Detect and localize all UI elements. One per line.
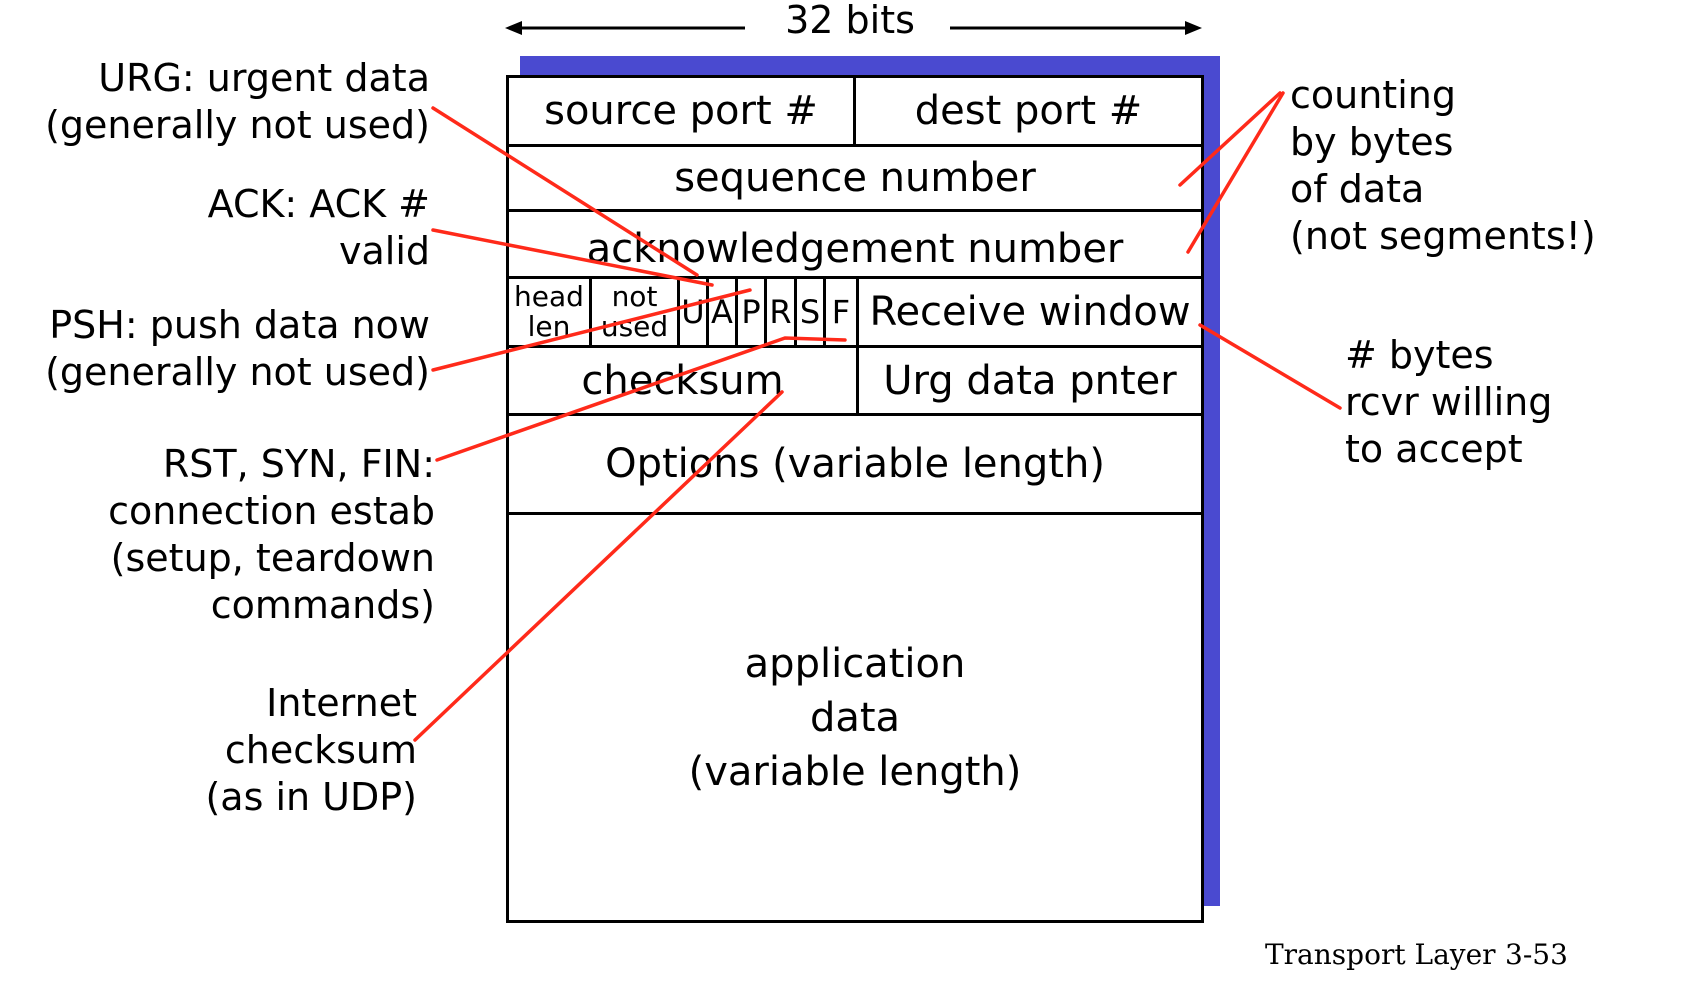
sequence-number-label: sequence number <box>674 155 1036 201</box>
flag-rst: R <box>767 279 797 345</box>
checksum-note-line-3: (as in UDP) <box>205 775 417 819</box>
rst-line-1: RST, SYN, FIN: <box>162 442 435 486</box>
urg-line-2: (generally not used) <box>45 103 430 147</box>
urg-pointer-field: Urg data pnter <box>883 357 1177 404</box>
sequence-number-field: sequence number <box>509 147 1201 212</box>
bytes-rcvr-line-2: rcvr willing <box>1345 380 1553 424</box>
ack-line-1: ACK: ACK # <box>207 182 430 226</box>
checksum-annotation: Internet checksum (as in UDP) <box>20 680 417 821</box>
row-checksum: checksum Urg data pnter <box>509 348 1201 416</box>
counting-line-1: counting <box>1290 73 1456 117</box>
app-data-line-3: (variable length) <box>688 748 1022 795</box>
psh-annotation: PSH: push data now (generally not used) <box>20 302 430 396</box>
counting-annotation: counting by bytes of data (not segments!… <box>1290 72 1670 260</box>
checksum-note-line-1: Internet <box>266 681 417 725</box>
application-data-field: application data (variable length) <box>509 515 1201 920</box>
options-label: Options (variable length) <box>605 441 1105 487</box>
receive-window-field: Receive window <box>869 289 1191 335</box>
options-field: Options (variable length) <box>509 416 1201 515</box>
flag-urg: U <box>680 279 709 345</box>
not-used-line-2: used <box>600 310 669 343</box>
flag-ack: A <box>709 279 738 345</box>
footer-title: Transport Layer <box>1265 938 1496 971</box>
not-used-line-1: not <box>611 280 658 313</box>
counting-line-3: of data <box>1290 167 1425 211</box>
row-flags: head len not used U A P R S F Receive wi… <box>509 279 1201 348</box>
app-data-line-2: data <box>809 694 901 741</box>
tcp-segment: source port # dest port # sequence numbe… <box>506 75 1204 923</box>
checksum-note-line-2: checksum <box>224 728 417 772</box>
rst-line-2: connection estab <box>108 489 435 533</box>
bytes-rcvr-annotation: # bytes rcvr willing to accept <box>1345 332 1675 473</box>
psh-line-1: PSH: push data now <box>49 303 430 347</box>
rst-syn-fin-annotation: RST, SYN, FIN: connection estab (setup, … <box>20 441 435 629</box>
urg-line-1: URG: urgent data <box>98 56 430 100</box>
counting-line-4: (not segments!) <box>1290 214 1596 258</box>
head-len-field: head len <box>509 279 592 345</box>
row-ports: source port # dest port # <box>509 78 1201 147</box>
bytes-rcvr-line-3: to accept <box>1345 427 1523 471</box>
flag-syn: S <box>797 279 826 345</box>
counting-line-2: by bytes <box>1290 120 1454 164</box>
ack-number-field: acknowledgement number <box>509 212 1201 279</box>
ack-annotation: ACK: ACK # valid <box>20 181 430 275</box>
head-len-line-2: len <box>527 310 571 343</box>
bytes-rcvr-line-1: # bytes <box>1345 333 1494 377</box>
rst-line-3: (setup, teardown <box>110 536 435 580</box>
pointer-receive-window <box>1198 323 1342 410</box>
dest-port-field: dest port # <box>914 88 1143 134</box>
width-label: 32 bits <box>785 0 915 42</box>
ack-number-label: acknowledgement number <box>586 226 1124 272</box>
checksum-field: checksum <box>509 348 859 413</box>
rst-line-4: commands) <box>210 583 435 627</box>
source-port-field: source port # <box>509 78 856 144</box>
app-data-line-1: application <box>744 640 966 687</box>
head-len-line-1: head <box>514 280 584 313</box>
flag-psh: P <box>738 279 767 345</box>
flag-fin: F <box>826 279 859 345</box>
ack-line-2: valid <box>338 229 430 273</box>
urg-annotation: URG: urgent data (generally not used) <box>20 55 430 149</box>
footer-page-number: 3-53 <box>1505 938 1568 971</box>
psh-line-2: (generally not used) <box>45 350 430 394</box>
not-used-field: not used <box>592 279 680 345</box>
